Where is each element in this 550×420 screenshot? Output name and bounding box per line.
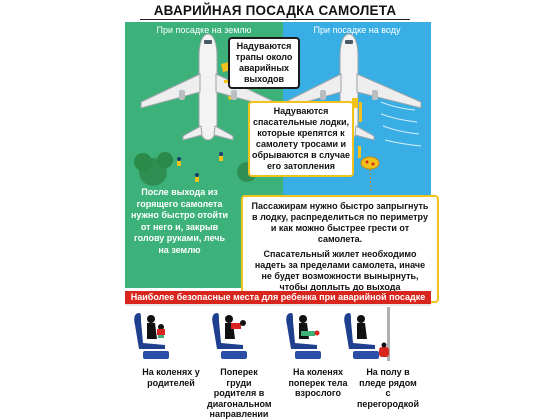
title-underline — [140, 19, 410, 20]
seat-caption-4: На полу в пледе рядом с перегородкой — [356, 367, 420, 409]
boats-callout: Надуваются спасательные лодки, которые к… — [248, 101, 354, 177]
banner-underline — [125, 304, 431, 306]
ground-landing-label: При посадке на землю — [156, 25, 252, 35]
ramps-callout: Надуваются трапы около аварийных выходов — [228, 37, 300, 89]
safe-seats-banner: Наиболее безопасные места для ребенка пр… — [125, 291, 431, 304]
seat-floor-icon — [344, 307, 390, 361]
seat-across-icon — [286, 313, 321, 359]
passengers-instruction: Пассажирам нужно быстро запрыгнуть в лод… — [251, 201, 429, 244]
seat-chest-icon — [212, 313, 247, 359]
airplane-left-icon — [140, 33, 276, 141]
life-raft-icon — [360, 156, 380, 193]
infographic-title: АВАРИЙНАЯ ПОСАДКА САМОЛЕТА — [153, 3, 397, 18]
water-landing-label: При посадке на воду — [313, 25, 401, 35]
ground-advice-text: После выхода из горящего самолета нужно … — [130, 187, 229, 255]
seat-caption-3: На коленях поперек тела взрослого — [288, 367, 348, 398]
child-seat-illustrations — [134, 307, 390, 361]
seat-lap-icon — [134, 313, 169, 359]
life-vest-instruction: Спасательный жилет необходимо надеть за … — [254, 249, 426, 292]
seat-caption-1: На коленях у родителей — [142, 367, 200, 388]
water-wake-lines — [380, 101, 422, 147]
running-people-icon — [177, 152, 223, 182]
landing-illustration — [134, 33, 422, 193]
passengers-callout: Пассажирам нужно быстро запрыгнуть в лод… — [241, 195, 439, 303]
